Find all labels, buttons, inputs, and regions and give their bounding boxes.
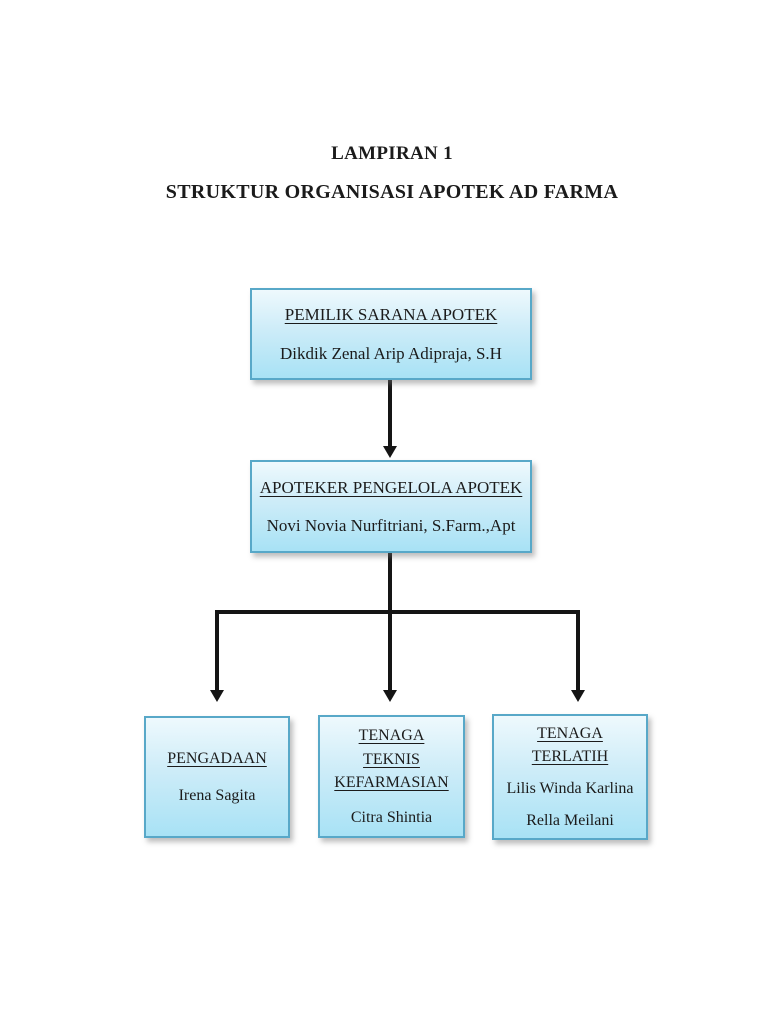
arrowhead-tenaga-terlatih	[571, 690, 585, 702]
node-tenaga-teknis-kefarmasian: TENAGA TEKNIS KEFARMASIAN Citra Shintia	[318, 715, 465, 838]
node-pemilik-sarana-apotek: PEMILIK SARANA APOTEK Dikdik Zenal Arip …	[250, 288, 532, 380]
connector-to-tenaga-teknis	[388, 610, 392, 690]
node-tenaga-terlatih: TENAGA TERLATIH Lilis Winda Karlina Rell…	[492, 714, 648, 840]
node-pengadaan: PENGADAAN Irena Sagita	[144, 716, 290, 838]
connector-manager-stem	[388, 553, 392, 614]
arrowhead-tenaga-teknis	[383, 690, 397, 702]
node-member: Dikdik Zenal Arip Adipraja, S.H	[280, 343, 502, 363]
node-title: TENAGA TEKNIS KEFARMASIAN	[334, 727, 449, 791]
page-title: LAMPIRAN 1	[331, 143, 453, 164]
node-member: Rella Meilani	[526, 812, 614, 830]
node-title: PENGADAAN	[167, 750, 267, 767]
connector-to-pengadaan	[215, 610, 219, 690]
node-member: Irena Sagita	[178, 787, 256, 805]
node-title: APOTEKER PENGELOLA APOTEK	[259, 477, 523, 497]
page-subtitle: STRUKTUR ORGANISASI APOTEK AD FARMA	[165, 181, 619, 203]
arrowhead-pengadaan	[210, 690, 224, 702]
node-member: Novi Novia Nurfitriani, S.Farm.,Apt	[266, 516, 516, 536]
connector-root-to-manager	[388, 380, 392, 446]
connector-to-tenaga-terlatih	[576, 610, 580, 690]
connector-branch-bar	[215, 610, 580, 614]
node-apoteker-pengelola-apotek: APOTEKER PENGELOLA APOTEK Novi Novia Nur…	[250, 460, 532, 553]
node-title: PEMILIK SARANA APOTEK	[284, 305, 498, 325]
node-title: TENAGA TERLATIH	[531, 725, 609, 766]
node-member: Lilis Winda Karlina	[506, 780, 634, 798]
node-member: Citra Shintia	[350, 808, 433, 826]
arrowhead-manager	[383, 446, 397, 458]
